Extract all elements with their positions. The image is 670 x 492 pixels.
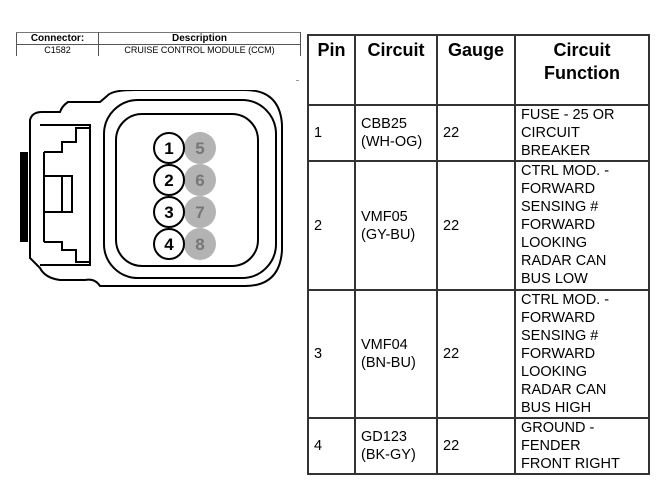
- gauge: 22: [436, 104, 516, 162]
- gauge: 22: [436, 417, 516, 475]
- connector-header: Connector:: [16, 32, 99, 45]
- connector-id: C1582: [16, 44, 99, 56]
- pinout-table: Pin Circuit Gauge Circuit Function 1 CBB…: [307, 34, 650, 475]
- pin-3: 3: [153, 196, 185, 228]
- svg-text:3: 3: [164, 203, 173, 222]
- pin-1: 1: [153, 132, 185, 164]
- pin-number: 3: [307, 289, 356, 419]
- circuit-id: GD123 (BK-GY): [354, 417, 438, 475]
- svg-text:5: 5: [195, 139, 204, 158]
- pin-number: 4: [307, 417, 356, 475]
- gauge: 22: [436, 289, 516, 419]
- circuit-id: CBB25 (WH-OG): [354, 104, 438, 162]
- function-header: Circuit Function: [514, 34, 650, 106]
- connector-latch: [20, 152, 28, 242]
- svg-text:8: 8: [195, 235, 204, 254]
- connector-description: CRUISE CONTROL MODULE (CCM): [98, 44, 301, 56]
- svg-text:7: 7: [195, 203, 204, 222]
- cavity-6: 6: [184, 164, 216, 196]
- pin-2: 2: [153, 164, 185, 196]
- cavity-8: 8: [184, 228, 216, 260]
- cavity-7: 7: [184, 196, 216, 228]
- divider-mark: [296, 80, 299, 81]
- svg-text:4: 4: [164, 235, 174, 254]
- gauge-header: Gauge: [436, 34, 516, 106]
- circuit-id: VMF05 (GY-BU): [354, 160, 438, 291]
- gauge: 22: [436, 160, 516, 291]
- pin-number: 2: [307, 160, 356, 291]
- pin-number: 1: [307, 104, 356, 162]
- svg-text:1: 1: [164, 139, 173, 158]
- pin-header: Pin: [307, 34, 356, 106]
- svg-text:6: 6: [195, 171, 204, 190]
- circuit-header: Circuit: [354, 34, 438, 106]
- description-header: Description: [98, 32, 301, 45]
- cavity-5: 5: [184, 132, 216, 164]
- connector-face-diagram: 5 6 7 8 1 2 3 4: [20, 90, 283, 287]
- circuit-id: VMF04 (BN-BU): [354, 289, 438, 419]
- pin-4: 4: [153, 228, 185, 260]
- svg-text:2: 2: [164, 171, 173, 190]
